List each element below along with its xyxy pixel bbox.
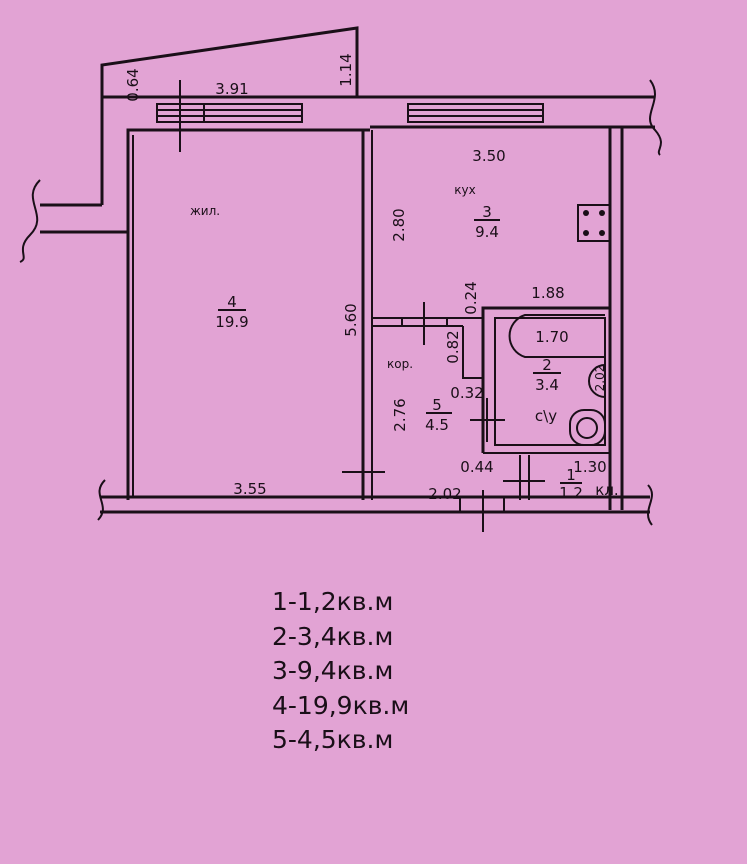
room-number: 3 <box>482 203 492 221</box>
room-area: 19.9 <box>215 313 248 331</box>
dim-label: 1.70 <box>535 328 568 346</box>
room-name: кух <box>454 183 475 197</box>
room-name: жил. <box>190 204 220 218</box>
dim-label: 3.55 <box>233 480 266 498</box>
room-number: 5 <box>432 396 442 414</box>
dim-label: 0.24 <box>462 281 480 314</box>
dim-label: 1.30 <box>573 458 606 476</box>
dim-label: 1.14 <box>337 53 355 86</box>
bathroom-inner <box>494 317 606 446</box>
break-symbol <box>97 479 106 521</box>
room-name: кл. <box>595 481 618 499</box>
window <box>407 103 544 123</box>
stove-icon <box>577 204 611 242</box>
window <box>156 80 303 152</box>
room-name: с\у <box>535 407 557 425</box>
dim-label: 2.02 <box>428 485 461 503</box>
sink-icon <box>588 364 606 398</box>
room-area: 3.4 <box>535 376 559 394</box>
room-area: 9.4 <box>475 223 499 241</box>
dim-label: 3.91 <box>215 80 248 98</box>
room-number: 4 <box>227 293 237 311</box>
room-name: кор. <box>387 357 413 371</box>
dim-label: 5.60 <box>342 303 360 336</box>
outer-wall <box>126 128 370 500</box>
legend-item: 4-19,9кв.м <box>272 690 410 720</box>
legend-item: 1-1,2кв.м <box>272 587 394 616</box>
bathtub-icon <box>508 314 605 358</box>
room-area: 1.2 <box>559 484 583 502</box>
legend-item: 3-9,4кв.м <box>272 656 394 685</box>
balcony-outline <box>100 26 359 205</box>
dim-label: 3.50 <box>472 147 505 165</box>
dim-label: 0.44 <box>460 458 493 476</box>
room-number: 1 <box>566 466 576 484</box>
legend-item: 5-4,5кв.м <box>272 725 394 754</box>
dim-label: 0.32 <box>450 384 483 402</box>
dim-label: 0.82 <box>444 330 462 363</box>
area-legend: 1-1,2кв.м 2-3,4кв.м 3-9,4кв.м 4-19,9кв.м… <box>272 585 409 758</box>
niche <box>462 326 483 379</box>
toilet-icon <box>569 409 606 446</box>
dim-label: 2.80 <box>390 208 408 241</box>
dim-label: 0.64 <box>124 68 142 101</box>
break-symbol <box>647 484 653 526</box>
dim-label: 1.88 <box>531 284 564 302</box>
room-number: 2 <box>542 356 552 374</box>
dim-label: 2.76 <box>391 398 409 431</box>
legend-item: 2-3,4кв.м <box>272 621 394 651</box>
room-area: 4.5 <box>425 416 449 434</box>
break-symbol <box>649 79 662 156</box>
bathroom-wall <box>481 306 610 453</box>
dim-label: 2.02 <box>593 365 607 392</box>
break-symbol <box>19 179 41 263</box>
